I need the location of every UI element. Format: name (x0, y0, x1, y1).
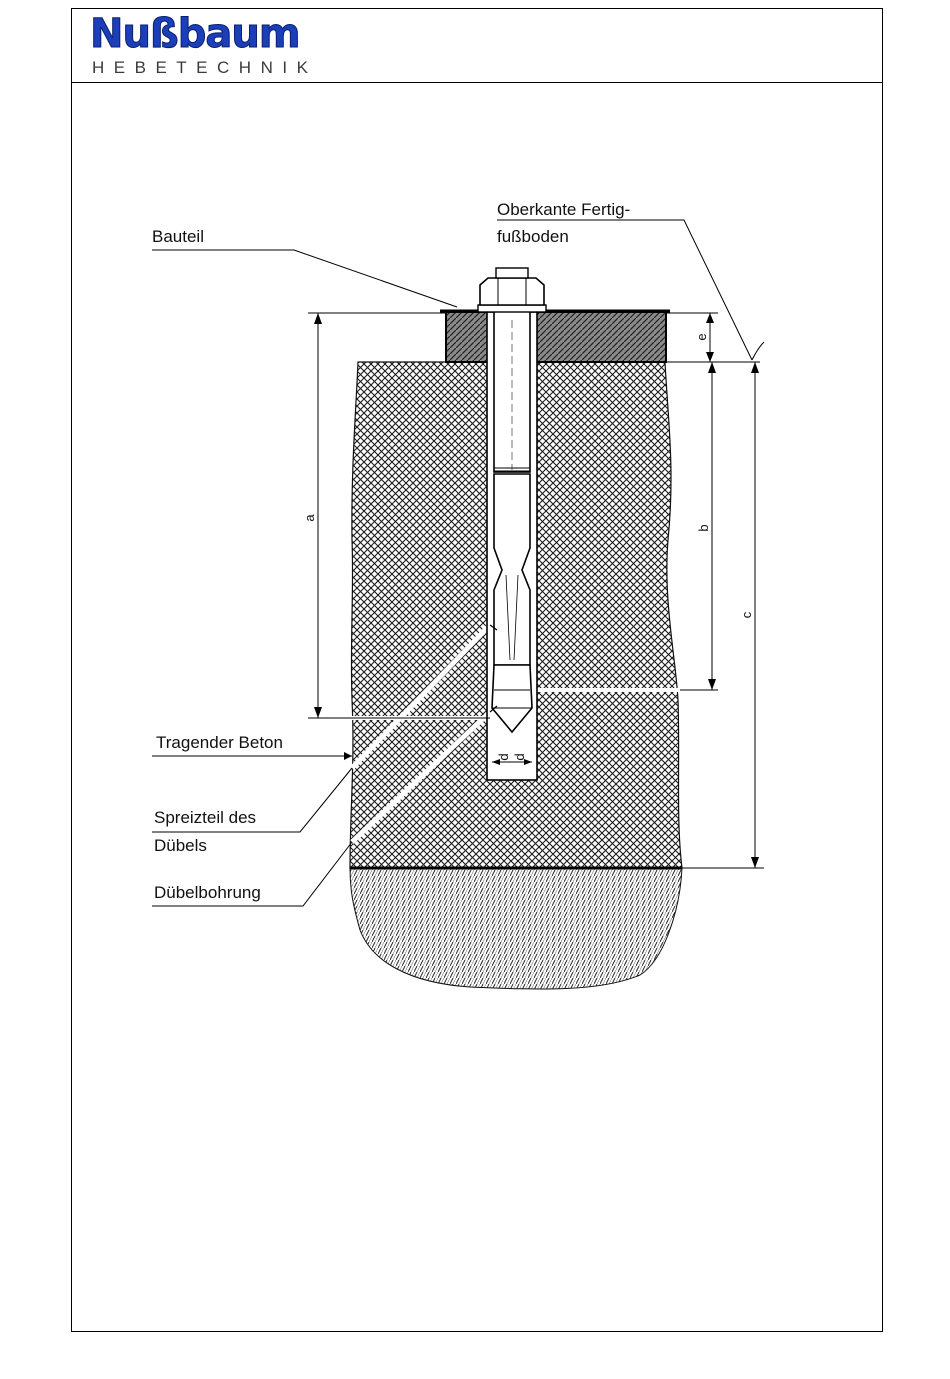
dim-label-d: d (512, 753, 527, 760)
label-bauteil: Bauteil (152, 227, 204, 247)
dim-label-c: c (739, 611, 754, 618)
dim-label-d0: d (496, 753, 511, 760)
dim-label-b: b (696, 524, 711, 531)
hex-nut (478, 268, 546, 312)
label-spreizteil-line2: Dübels (154, 836, 207, 856)
label-oberkante-line1: Oberkante Fertig- (497, 200, 630, 220)
dim-label-e: e (694, 333, 709, 340)
soil-region (350, 868, 682, 989)
bauteil-leader (152, 250, 457, 307)
base-plate (446, 312, 666, 362)
label-tragender-beton: Tragender Beton (156, 733, 283, 753)
label-duebelbohrung: Dübelbohrung (154, 883, 261, 903)
dim-label-a: a (302, 514, 317, 522)
dimension-e (666, 313, 760, 362)
label-spreizteil-line1: Spreizteil des (154, 808, 256, 828)
label-oberkante-line2: fußboden (497, 227, 569, 247)
